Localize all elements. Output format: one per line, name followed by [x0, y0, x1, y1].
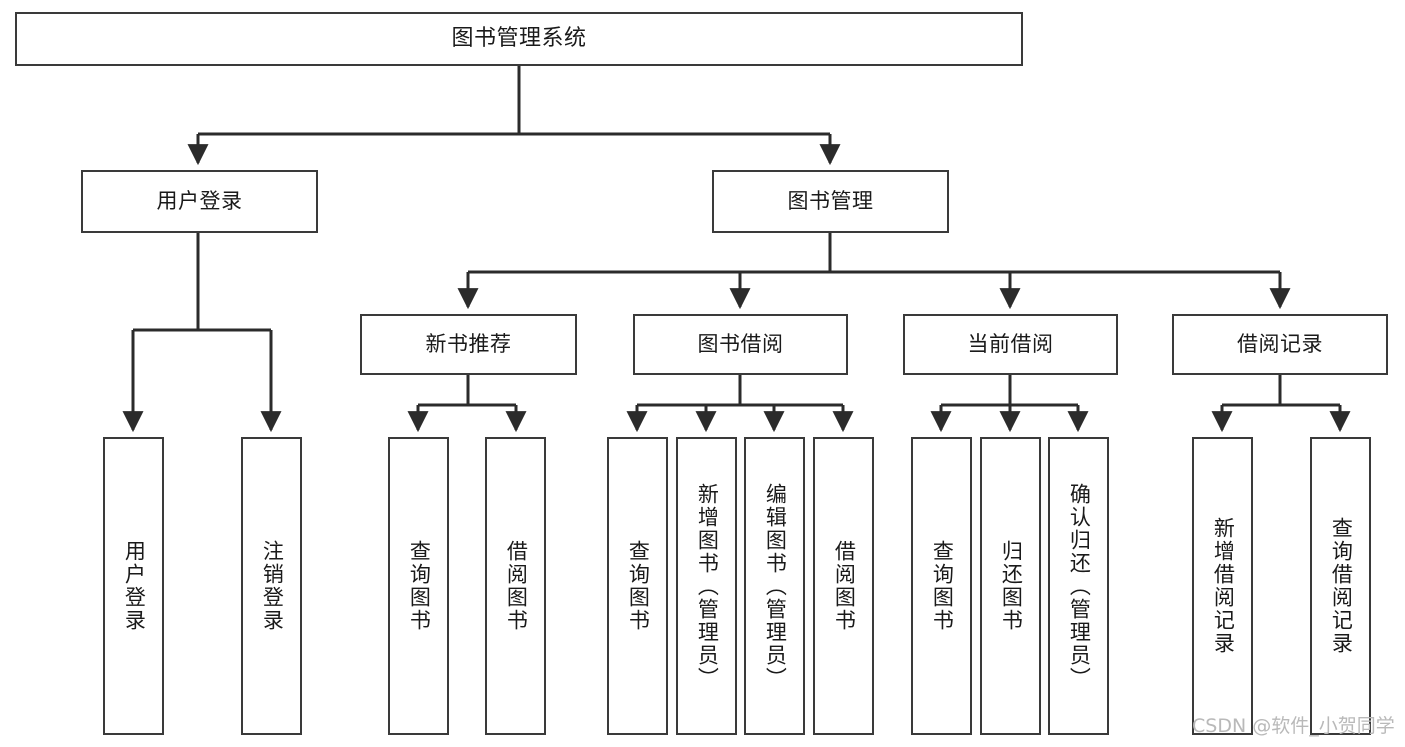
node-root-book-management-system[interactable]: 图书管理系统 — [15, 12, 1023, 66]
node-label: 新书推荐 — [425, 331, 512, 356]
node-user-login[interactable]: 用户登录 — [81, 170, 318, 233]
leaf-add-borrow-record[interactable]: 新增借阅记录 — [1192, 437, 1253, 735]
node-label: 确认归还（管理员） — [1067, 482, 1092, 690]
node-label: 当前借阅 — [967, 331, 1054, 356]
node-label: 借阅图书 — [504, 540, 529, 632]
node-label: 用户登录 — [156, 188, 243, 213]
node-book-borrow[interactable]: 图书借阅 — [633, 314, 848, 375]
leaf-logout-login[interactable]: 注销登录 — [241, 437, 302, 735]
leaf-borrow-book[interactable]: 借阅图书 — [813, 437, 874, 735]
node-current-borrow[interactable]: 当前借阅 — [903, 314, 1118, 375]
node-label: 查询借阅记录 — [1329, 517, 1354, 655]
node-label: 用户登录 — [122, 540, 147, 632]
node-label: 新增借阅记录 — [1211, 517, 1236, 655]
node-label: 图书管理系统 — [451, 25, 587, 51]
node-label: 归还图书 — [999, 540, 1024, 632]
node-borrow-record[interactable]: 借阅记录 — [1172, 314, 1388, 375]
node-book-management[interactable]: 图书管理 — [712, 170, 949, 233]
leaf-query-borrow-record[interactable]: 查询借阅记录 — [1310, 437, 1371, 735]
node-label: 查询图书 — [930, 540, 955, 632]
node-label: 注销登录 — [260, 540, 285, 632]
leaf-add-book[interactable]: 新增图书（管理员） — [676, 437, 737, 735]
node-label: 查询图书 — [407, 540, 432, 632]
leaf-borrow-book-new-recommend[interactable]: 借阅图书 — [485, 437, 546, 735]
node-label: 编辑图书（管理员） — [763, 482, 788, 690]
csdn-watermark: CSDN @软件_小贺同学 — [1192, 715, 1395, 737]
leaf-query-book-new-recommend[interactable]: 查询图书 — [388, 437, 449, 735]
leaf-return-book[interactable]: 归还图书 — [980, 437, 1041, 735]
node-label: 借阅图书 — [832, 540, 857, 632]
leaf-query-book-borrow[interactable]: 查询图书 — [607, 437, 668, 735]
node-label: 图书借阅 — [697, 331, 784, 356]
node-label: 借阅记录 — [1237, 331, 1323, 356]
leaf-query-book-current[interactable]: 查询图书 — [911, 437, 972, 735]
node-label: 新增图书（管理员） — [695, 482, 720, 690]
node-label: 图书管理 — [787, 188, 874, 213]
node-new-book-recommend[interactable]: 新书推荐 — [360, 314, 577, 375]
leaf-confirm-return[interactable]: 确认归还（管理员） — [1048, 437, 1109, 735]
node-label: 查询图书 — [626, 540, 651, 632]
leaf-user-login[interactable]: 用户登录 — [103, 437, 164, 735]
leaf-edit-book[interactable]: 编辑图书（管理员） — [744, 437, 805, 735]
